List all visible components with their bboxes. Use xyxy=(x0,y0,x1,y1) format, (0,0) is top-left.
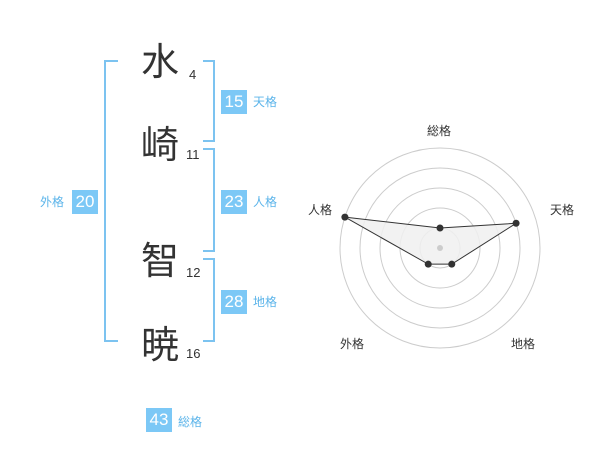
radar-grid-ring xyxy=(339,147,541,349)
radar-axis-label-gaikaku: 外格 xyxy=(340,337,365,351)
jinkaku-bracket xyxy=(203,148,215,252)
radar-grid-ring xyxy=(359,167,521,329)
chikaku-value-badge: 28 xyxy=(221,290,247,314)
radar-point-2 xyxy=(512,219,520,227)
jinkaku-value-badge: 23 xyxy=(221,190,247,214)
radar-polygon xyxy=(344,216,517,265)
tenkaku-bracket xyxy=(203,60,215,142)
stroke-count-4: 16 xyxy=(186,346,201,361)
chikaku-bracket xyxy=(203,258,215,342)
jinkaku-label: 人格 xyxy=(253,195,278,209)
radar-point-1 xyxy=(436,224,444,232)
radar-axis-label-tenkaku: 天格 xyxy=(550,203,575,217)
gaikaku-bracket xyxy=(104,60,118,342)
gaikaku-value-badge: 20 xyxy=(72,190,98,214)
radar-point-5 xyxy=(341,213,349,221)
soukaku-value-badge: 43 xyxy=(146,408,172,432)
soukaku-label: 総格 xyxy=(178,415,203,429)
radar-axis-label-jinkaku: 人格 xyxy=(308,203,333,217)
stroke-count-1: 4 xyxy=(189,67,197,82)
name-char-2: 崎 xyxy=(141,123,180,167)
tenkaku-value-badge: 15 xyxy=(221,90,247,114)
stroke-count-3: 12 xyxy=(186,265,201,280)
radar-grid-ring xyxy=(379,187,501,309)
name-char-4: 暁 xyxy=(141,323,180,367)
tenkaku-label: 天格 xyxy=(253,95,278,109)
radar-point-3 xyxy=(448,260,456,268)
name-char-3: 智 xyxy=(141,239,180,283)
radar-point-4 xyxy=(424,260,432,268)
radar-axis-label-chikaku: 地格 xyxy=(511,337,536,351)
chikaku-label: 地格 xyxy=(253,295,278,309)
radar-center-dot xyxy=(437,245,443,251)
gaikaku-label: 外格 xyxy=(40,195,65,209)
name-char-1: 水 xyxy=(141,40,180,84)
stroke-count-2: 11 xyxy=(186,147,200,162)
radar-axis-label-soukaku: 総格 xyxy=(427,124,452,138)
